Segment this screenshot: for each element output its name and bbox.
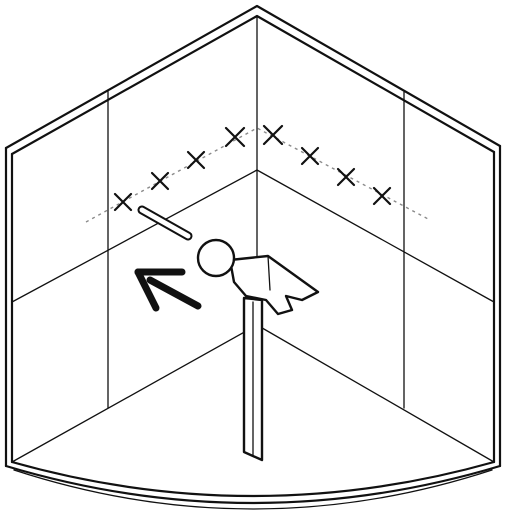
left-wall-band	[12, 170, 257, 302]
scan-mark	[338, 169, 354, 185]
light-bar-icon	[142, 210, 188, 236]
scan-mark	[302, 148, 318, 164]
left-floor-junction	[12, 325, 257, 462]
scan-mark	[264, 126, 282, 144]
floor-front-curve-inner	[12, 462, 494, 496]
scan-mark	[188, 152, 204, 168]
direction-arrow-icon	[138, 272, 198, 308]
floor-front-curve-outer	[6, 466, 500, 503]
scan-guide-line	[86, 128, 430, 222]
person-head	[198, 240, 234, 276]
scan-mark	[374, 188, 390, 204]
wall-top-edge	[6, 6, 500, 148]
scan-line	[86, 126, 430, 222]
wall-top-inner-edge	[12, 16, 494, 154]
scan-mark	[115, 194, 131, 210]
scan-marks	[115, 126, 390, 210]
scan-mark	[152, 173, 168, 189]
right-floor-junction	[257, 325, 494, 462]
floor-base	[6, 462, 500, 509]
